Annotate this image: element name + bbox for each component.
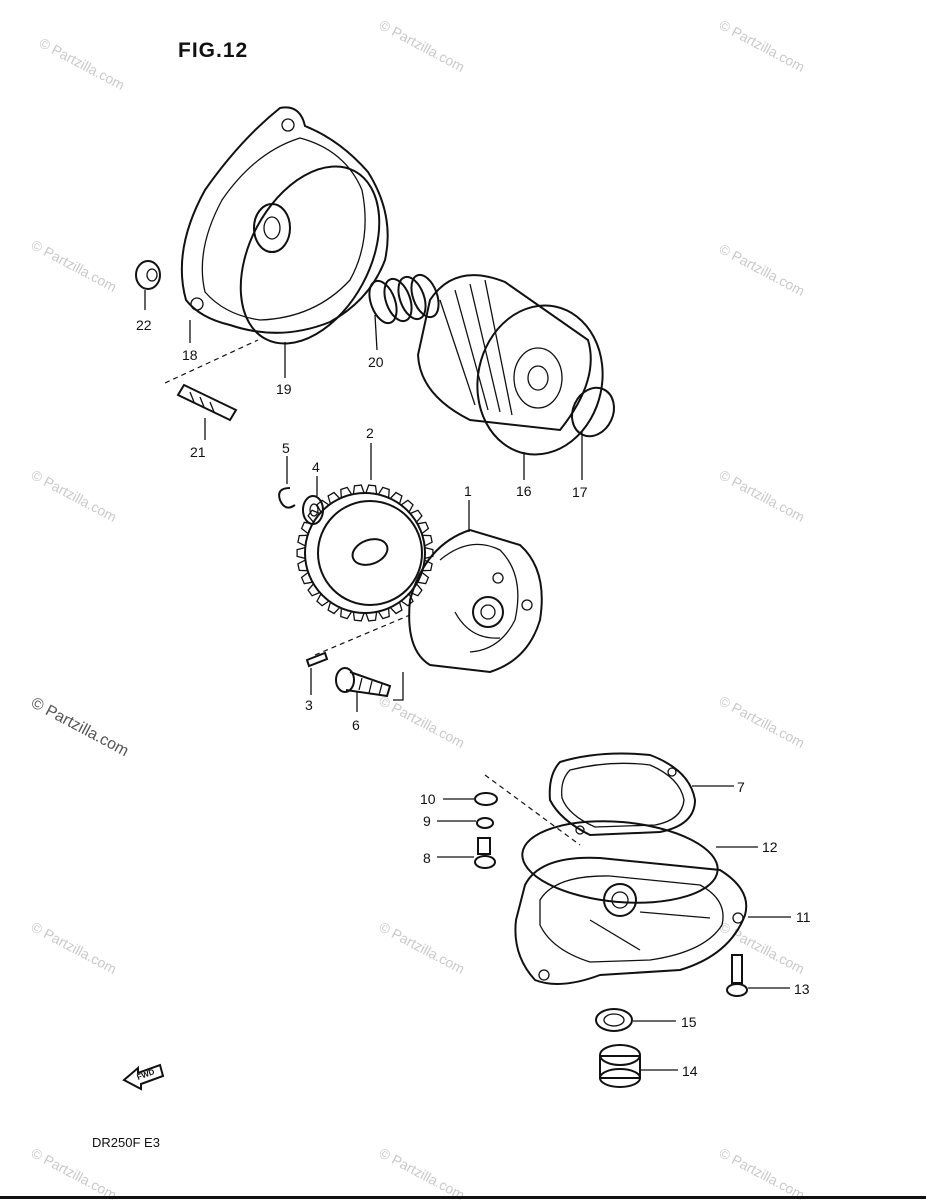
gear-tooth [297,534,308,547]
part-22-nut[interactable] [135,260,161,290]
watermark: © Partzilla.com [29,467,120,525]
part-16-oil-filter[interactable] [416,274,616,466]
gear-tooth [297,559,308,572]
watermark: © Partzilla.com [377,919,468,977]
part-label-17: 17 [572,484,588,500]
part-label-3: 3 [305,697,313,713]
part-11-oil-pan[interactable] [514,856,748,985]
part-labels: 22 18 19 20 21 5 4 2 1 16 17 3 6 7 10 9 … [136,317,811,1079]
gear-tooth [352,611,365,622]
part-label-2: 2 [366,425,374,441]
part-label-5: 5 [282,440,290,456]
alignment-line [393,672,404,701]
gear-tooth [409,583,423,597]
watermark: © Partzilla.com [717,467,808,525]
model-code: DR250F E3 [92,1135,160,1150]
part-label-22: 22 [136,317,152,333]
gear-tooth [300,521,313,535]
alignment-line [164,339,259,384]
part-9-lock-washer[interactable] [476,817,494,829]
watermark: © Partzilla.com [717,919,808,977]
gear-tooth [422,559,433,572]
watermark: © Partzilla.com [377,17,468,75]
part-label-18: 18 [182,347,198,363]
part-15-gasket[interactable] [595,1008,633,1032]
gear-tooth [327,491,341,505]
part-label-13: 13 [794,981,810,997]
part-17-o-ring[interactable] [564,381,621,443]
gear-teeth [296,484,434,622]
part-label-8: 8 [423,850,431,866]
watermark: © Partzilla.com [717,1145,808,1200]
part-label-9: 9 [423,813,431,829]
part-label-4: 4 [312,459,320,475]
part-label-6: 6 [352,717,360,733]
gear-tooth [400,499,414,513]
part-1-oil-pump[interactable] [408,528,543,674]
part-label-1: 1 [464,483,472,499]
watermark: © Partzilla.com [717,693,808,751]
part-14-drain-plug[interactable] [599,1044,641,1088]
figure-title: FIG.12 [178,39,248,62]
part-8-screw[interactable] [474,837,496,869]
part-18-cover[interactable] [180,106,389,334]
alignment-line [314,614,411,656]
gear-tooth [377,486,390,498]
gear-tooth [389,491,403,505]
gear-tooth [417,521,430,535]
alignment-line [484,774,581,846]
gear-tooth [422,534,433,547]
part-7-gasket[interactable] [548,752,697,837]
part-5-circlip[interactable] [278,487,296,509]
gear-tooth [424,546,434,560]
part-label-20: 20 [368,354,384,370]
part-21-stud[interactable] [176,383,238,422]
gear-tooth [365,611,378,622]
part-3-pin[interactable] [305,651,329,668]
part-19-o-ring[interactable] [212,143,407,367]
gear-tooth [365,484,378,495]
bottom-border [0,1196,926,1199]
part-label-12: 12 [762,839,778,855]
watermark: © Partzilla.com [37,35,128,93]
gear-tooth [316,593,330,607]
part-label-19: 19 [276,381,292,397]
part-6-bolt[interactable] [335,667,392,698]
gear-tooth [316,499,330,513]
part-label-11: 11 [796,909,811,925]
part-10-washer[interactable] [474,792,498,806]
part-label-14: 14 [682,1063,698,1079]
gear-tooth [300,571,313,585]
part-label-15: 15 [681,1014,697,1030]
part-13-bolt[interactable] [726,954,748,997]
gear-tooth [417,571,430,585]
part-12-o-ring[interactable] [519,814,721,911]
gear-tooth [307,583,321,597]
gear-tooth [340,608,353,620]
watermark: © Partzilla.com [29,237,120,295]
watermark-prominent: © Partzilla.com [28,695,131,761]
watermark: © Partzilla.com [29,919,120,977]
watermark: © Partzilla.com [717,17,808,75]
part-2-gear[interactable] [296,484,434,622]
fwd-arrow-icon: FWD [122,1063,165,1091]
part-label-21: 21 [190,444,206,460]
gear-tooth [352,484,365,495]
watermark: © Partzilla.com [29,1145,120,1200]
watermark: © Partzilla.com [377,693,468,751]
gear-tooth [389,601,403,615]
part-label-7: 7 [737,779,745,795]
gear-tooth [377,608,390,620]
leader-lines [144,290,791,1071]
part-label-10: 10 [420,791,436,807]
gear-tooth [307,509,321,523]
watermark: © Partzilla.com [717,241,808,299]
watermark: © Partzilla.com [377,1145,468,1200]
gear-tooth [327,601,341,615]
part-label-16: 16 [516,483,532,499]
gear-tooth [296,546,306,560]
gear-tooth [340,486,353,498]
gear-tooth [409,509,423,523]
